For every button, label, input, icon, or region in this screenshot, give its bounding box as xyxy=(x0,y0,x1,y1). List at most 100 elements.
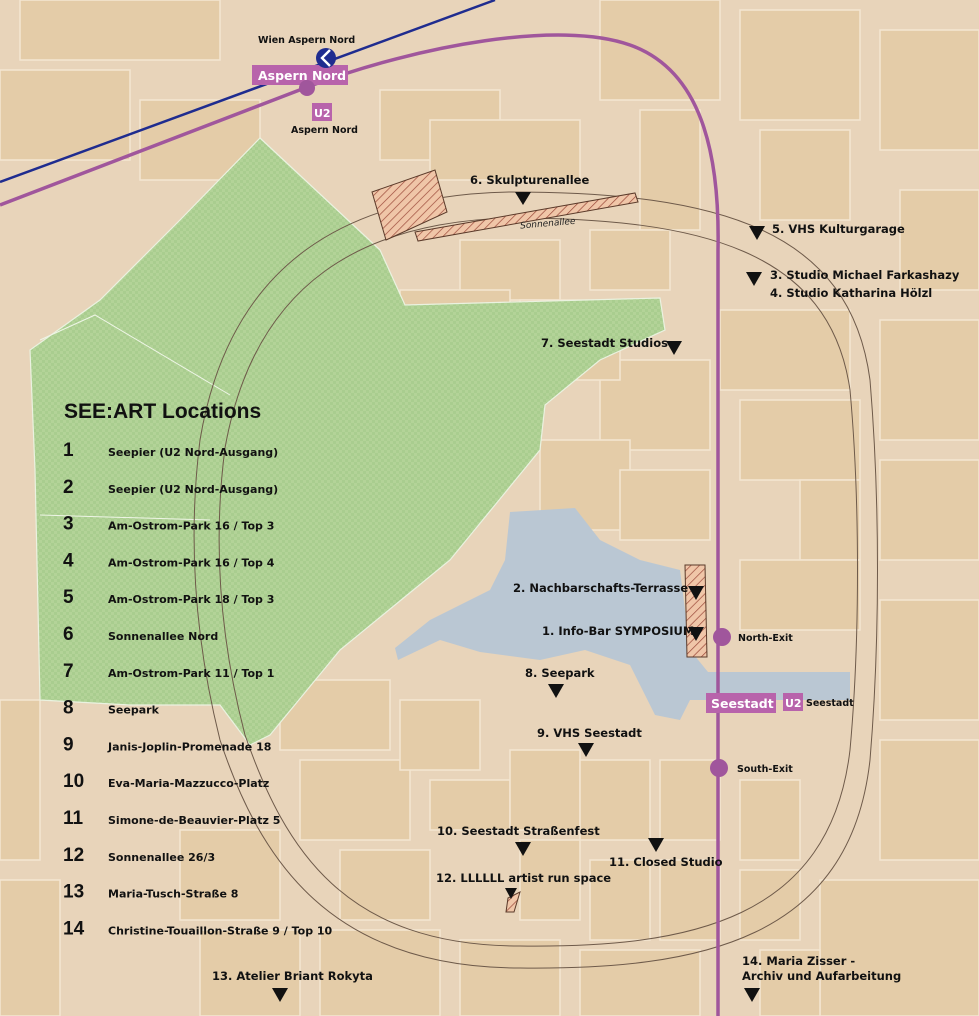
station-label-seestadt-small: Seestadt xyxy=(806,698,854,709)
marker-label: 2. Nachbarschafts-Terrasse xyxy=(513,581,688,595)
marker-triangle xyxy=(548,684,564,698)
marker-label: 1. Info-Bar SYMPOSIUM xyxy=(542,624,694,638)
marker-label: 8. Seepark xyxy=(525,666,595,680)
legend-item[interactable]: 4 Am-Ostrom-Park 16 / Top 4 xyxy=(63,550,275,571)
legend-item[interactable]: 11 Simone-de-Beauvier-Platz 5 xyxy=(63,808,280,829)
exit-dot xyxy=(710,759,728,777)
north-exit[interactable]: North-Exit xyxy=(713,628,793,646)
s-bahn-icon xyxy=(316,48,336,68)
svg-text:U2: U2 xyxy=(785,697,802,710)
station-name: Seestadt xyxy=(711,696,774,711)
legend-item-address: Am-Ostrom-Park 16 / Top 4 xyxy=(108,556,275,569)
legend-item-number: 8 xyxy=(63,698,74,719)
legend-item-address: Simone-de-Beauvier-Platz 5 xyxy=(108,814,280,827)
marker-triangle xyxy=(578,743,594,757)
legend-item-address: Seepark xyxy=(108,704,160,717)
marker-12-artist-run-space[interactable]: 12. LLLLLL artist run space xyxy=(436,871,611,899)
legend-item-number: 2 xyxy=(63,477,74,498)
hatched-area-artist-space xyxy=(505,891,521,913)
marker-triangle xyxy=(515,842,531,856)
legend-item[interactable]: 1 Seepier (U2 Nord-Ausgang) xyxy=(63,440,278,461)
hatched-area-seepier xyxy=(684,564,708,658)
marker-label: Archiv und Aufarbeitung xyxy=(742,969,901,983)
marker-label: 11. Closed Studio xyxy=(609,855,723,869)
marker-triangle xyxy=(688,586,704,600)
marker-9-vhs-seestadt[interactable]: 9. VHS Seestadt xyxy=(537,726,642,757)
legend-item-address: Janis-Joplin-Promenade 18 xyxy=(107,740,271,753)
legend-item-address: Seepier (U2 Nord-Ausgang) xyxy=(108,483,278,496)
legend-item-number: 6 xyxy=(63,624,74,645)
legend-item-number: 3 xyxy=(63,514,74,535)
legend-item[interactable]: 12 Sonnenallee 26/3 xyxy=(63,845,215,866)
legend-item[interactable]: 8 Seepark xyxy=(63,698,160,719)
marker-triangle xyxy=(744,988,760,1002)
marker-5-vhs-kulturgarage[interactable]: 5. VHS Kulturgarage xyxy=(749,222,905,240)
lake xyxy=(395,508,850,720)
station-aspern-nord[interactable]: Aspern Nord xyxy=(252,65,348,96)
legend-item[interactable]: 6 Sonnenallee Nord xyxy=(63,624,218,645)
rail-line xyxy=(0,0,496,184)
exit-label: North-Exit xyxy=(738,633,793,644)
hatched-area-skulpturenallee xyxy=(414,192,639,242)
marker-label: 6. Skulpturenallee xyxy=(470,173,589,187)
marker-label: 9. VHS Seestadt xyxy=(537,726,642,740)
legend-item[interactable]: 9 Janis-Joplin-Promenade 18 xyxy=(63,734,271,755)
station-dot xyxy=(299,80,315,96)
marker-label: 12. LLLLLL artist run space xyxy=(436,871,611,885)
marker-triangle xyxy=(688,627,704,641)
legend-item-number: 11 xyxy=(63,808,84,829)
marker-8-seepark[interactable]: 8. Seepark xyxy=(525,666,595,698)
exit-label: South-Exit xyxy=(737,764,793,775)
marker-3-4-studios[interactable]: 3. Studio Michael Farkashazy 4. Studio K… xyxy=(746,268,960,300)
marker-1-info-bar[interactable]: 1. Info-Bar SYMPOSIUM xyxy=(542,624,704,641)
legend-item-address: Sonnenallee 26/3 xyxy=(108,851,215,864)
ring-road-outer xyxy=(193,191,878,969)
legend-item-number: 4 xyxy=(63,550,74,571)
legend-item-number: 7 xyxy=(63,661,74,682)
legend-item[interactable]: 7 Am-Ostrom-Park 11 / Top 1 xyxy=(63,661,274,682)
marker-label: 14. Maria Zisser - xyxy=(742,954,855,968)
legend-item-number: 1 xyxy=(63,440,74,461)
legend-item[interactable]: 2 Seepier (U2 Nord-Ausgang) xyxy=(63,477,278,498)
park-area xyxy=(29,137,666,746)
marker-triangle xyxy=(515,192,531,205)
u2-badge-north: U2 xyxy=(312,103,332,121)
legend-item-number: 9 xyxy=(63,734,74,755)
legend-item-number: 5 xyxy=(63,587,74,608)
marker-6-skulpturenallee[interactable]: 6. Skulpturenallee xyxy=(470,173,589,205)
marker-2-nachbarschafts-terrasse[interactable]: 2. Nachbarschafts-Terrasse xyxy=(513,581,704,600)
legend-item-number: 12 xyxy=(63,845,84,866)
legend-item-address: Eva-Maria-Mazzucco-Platz xyxy=(108,777,269,790)
marker-label: 5. VHS Kulturgarage xyxy=(772,222,905,236)
station-seestadt[interactable]: Seestadt xyxy=(706,693,776,713)
u2-badge-seestadt: U2 xyxy=(783,693,803,711)
marker-triangle xyxy=(666,341,682,355)
marker-label: 7. Seestadt Studios xyxy=(541,336,668,350)
hatched-area-skulpturenallee-block xyxy=(371,169,448,241)
legend-item-address: Am-Ostrom-Park 11 / Top 1 xyxy=(108,667,274,680)
marker-label: 10. Seestadt Straßenfest xyxy=(437,824,600,838)
road-label-sonnenallee: Sonnenallee xyxy=(520,217,577,232)
marker-triangle xyxy=(648,838,664,852)
station-label-wien-aspern-nord: Wien Aspern Nord xyxy=(258,35,355,46)
marker-triangle xyxy=(746,272,762,286)
marker-11-closed-studio[interactable]: 11. Closed Studio xyxy=(609,838,723,869)
legend-item-address: Maria-Tusch-Straße 8 xyxy=(108,888,238,901)
station-badge xyxy=(252,65,348,85)
marker-triangle xyxy=(749,226,765,240)
legend-item-address: Sonnenallee Nord xyxy=(108,630,218,643)
marker-13-atelier-briant-rokyta[interactable]: 13. Atelier Briant Rokyta xyxy=(212,969,373,1002)
marker-7-seestadt-studios[interactable]: 7. Seestadt Studios xyxy=(541,336,682,355)
marker-label: 3. Studio Michael Farkashazy xyxy=(770,268,960,282)
marker-10-strassenfest[interactable]: 10. Seestadt Straßenfest xyxy=(437,824,600,856)
legend-item-address: Seepier (U2 Nord-Ausgang) xyxy=(108,446,278,459)
south-exit[interactable]: South-Exit xyxy=(710,759,793,777)
marker-14-maria-zisser[interactable]: 14. Maria Zisser - Archiv und Aufarbeitu… xyxy=(742,954,901,1002)
